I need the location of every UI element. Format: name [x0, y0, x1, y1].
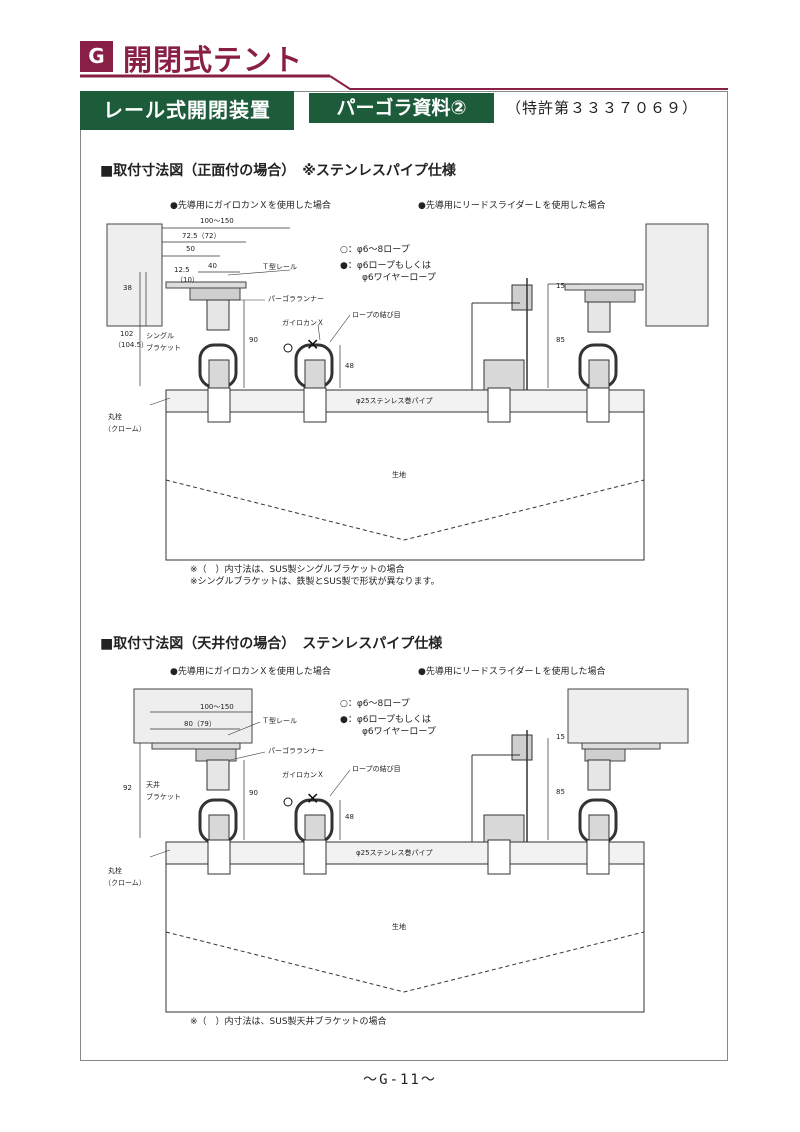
d1-dim-38: 38: [123, 284, 132, 292]
d2-label-rope-knot: ロープの結び目: [352, 765, 401, 773]
d2-legend-filled-1: ●：φ6ロープもしくは: [340, 715, 431, 725]
rail-system-tag: レール式開閉装置: [80, 91, 294, 130]
d2-label-pipe: φ25ステンレス巻パイプ: [356, 849, 433, 857]
d1-dim-100-150: 100～150: [200, 217, 234, 225]
d1-dim-104: （104.5）: [114, 341, 149, 349]
d2-label-marukan-1: 丸栓: [108, 867, 122, 875]
d2-label-ceiling-bracket-2: ブラケット: [146, 793, 181, 801]
diagram2-right-caption: ●先導用にリードスライダーＬを使用した場合: [418, 667, 606, 677]
d1-legend-filled-2: φ6ワイヤーロープ: [362, 273, 436, 283]
d1-label-single-bracket-2: ブラケット: [146, 344, 181, 352]
d1-dim-40: 40: [208, 262, 217, 270]
d1-label-pergola-runner: パーゴラランナー: [268, 295, 324, 303]
page-number: ～G-11～: [363, 1072, 437, 1088]
d1-dim-10: （10）: [176, 276, 199, 284]
d2-label-fabric: 生地: [392, 923, 406, 931]
d1-label-single-bracket-1: シングル: [146, 332, 174, 340]
d1-label-marukan-1: 丸栓: [108, 413, 122, 421]
d2-legend-filled-2: φ6ワイヤーロープ: [362, 727, 436, 737]
d1-label-pipe: φ25ステンレス巻パイプ: [356, 397, 433, 405]
d1-dim-85: 85: [556, 336, 565, 344]
d1-label-gairokan: ガイロカンＸ: [282, 319, 324, 327]
d1-dim-72: 72.5（72）: [182, 232, 221, 240]
d2-dim-80: 80（79）: [184, 720, 216, 728]
d2-label-marukan-2: （クローム）: [104, 879, 146, 887]
d1-dim-12: 12.5: [174, 266, 190, 274]
svg-text:✕: ✕: [306, 789, 319, 808]
d2-label-pergola-runner: パーゴラランナー: [268, 747, 324, 755]
d1-legend-open: ○：φ6～8ロープ: [340, 245, 410, 255]
content-frame: [80, 91, 728, 1061]
d1-legend-filled-1: ●：φ6ロープもしくは: [340, 261, 431, 271]
d1-dim-102: 102: [120, 330, 134, 338]
d2-dim-100-150: 100～150: [200, 703, 234, 711]
d1-label-t-rail: Ｔ型レール: [262, 263, 297, 271]
d1-label-rope-knot: ロープの結び目: [352, 311, 401, 319]
d2-dim-85: 85: [556, 788, 565, 796]
d1-dim-50: 50: [186, 245, 195, 253]
diagram1-title: ■取付寸法図（正面付の場合） ※ステンレスパイプ仕様: [100, 163, 456, 179]
d1-note-2: ※シングルブラケットは、鉄製とSUS製で形状が異なります。: [190, 577, 440, 587]
page-title: 開閉式テント: [123, 43, 304, 77]
diagram2-left-caption: ●先導用にガイロカンＸを使用した場合: [170, 667, 331, 677]
d2-dim-92: 92: [123, 784, 132, 792]
d1-dim-48: 48: [345, 362, 354, 370]
d2-dim-15: 15: [556, 733, 565, 741]
patent-number: （特許第３３３７０６９）: [506, 99, 699, 117]
diagram1-left-caption: ●先導用にガイロカンＸを使用した場合: [170, 201, 331, 211]
d2-label-ceiling-bracket-1: 天井: [146, 781, 160, 789]
d1-note-1: ※（ ）内寸法は、SUS製シングルブラケットの場合: [190, 565, 405, 575]
d2-note-1: ※（ ）内寸法は、SUS製天井ブラケットの場合: [190, 1017, 387, 1027]
pergola-doc-tag: パーゴラ資料②: [309, 93, 494, 123]
d2-dim-48: 48: [345, 813, 354, 821]
d1-label-fabric: 生地: [392, 471, 406, 479]
d2-legend-open: ○：φ6～8ロープ: [340, 699, 410, 709]
section-badge: G: [80, 41, 113, 72]
svg-text:✕: ✕: [306, 335, 319, 354]
d2-label-t-rail: Ｔ型レール: [262, 717, 297, 725]
d2-dim-90: 90: [249, 789, 258, 797]
d2-label-gairokan: ガイロカンＸ: [282, 771, 324, 779]
d1-label-marukan-2: （クローム）: [104, 425, 146, 433]
d1-dim-90: 90: [249, 336, 258, 344]
diagram1-right-caption: ●先導用にリードスライダーＬを使用した場合: [418, 201, 606, 211]
diagram2-title: ■取付寸法図（天井付の場合） ステンレスパイプ仕様: [100, 636, 443, 652]
d1-dim-15: 15: [556, 282, 565, 290]
